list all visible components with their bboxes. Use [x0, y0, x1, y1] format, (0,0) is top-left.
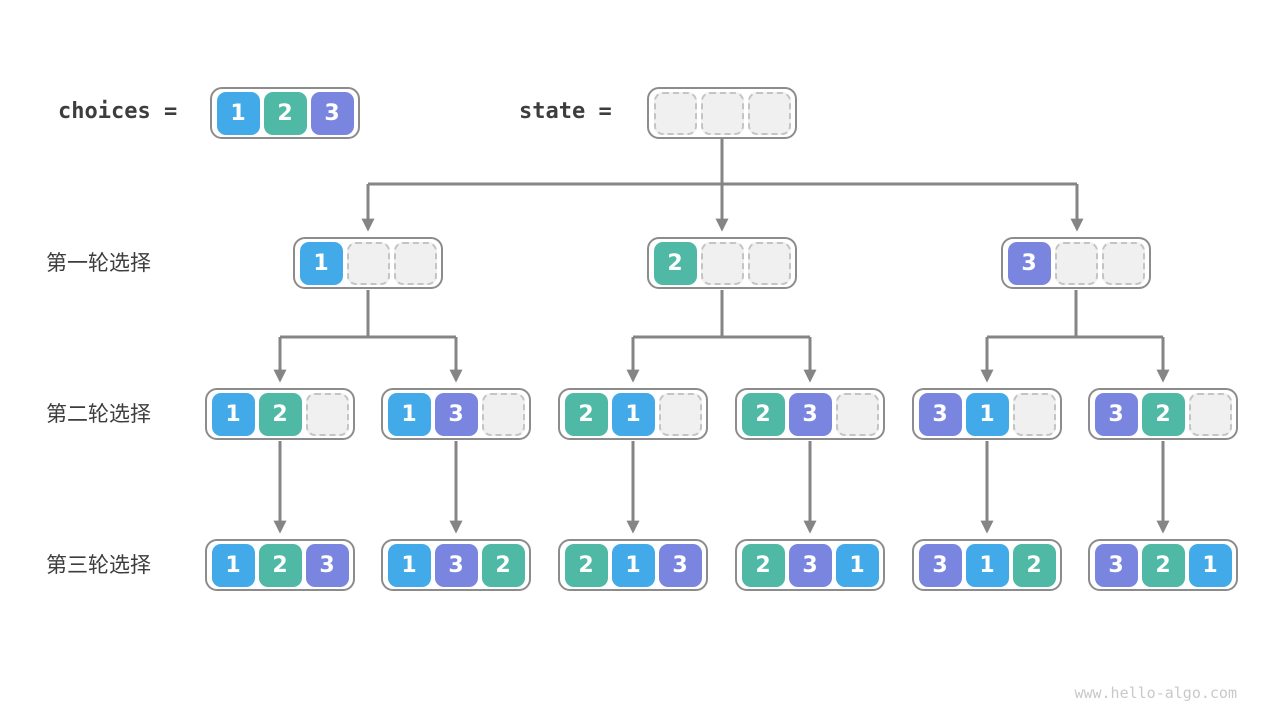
state-cell: 1 — [387, 543, 431, 587]
state-node-r2-4: 3 1 — [912, 388, 1062, 440]
level3-connectors — [273, 441, 1170, 534]
state-cell: 3 — [305, 543, 349, 587]
level2-connectors — [273, 290, 1170, 383]
state-cell: 2 — [258, 543, 302, 587]
state-cell — [700, 241, 744, 285]
state-cell: 3 — [1094, 392, 1138, 436]
state-node-r3-0: 1 2 3 — [205, 539, 355, 591]
choice-cell: 2 — [263, 91, 307, 135]
state-cell — [700, 91, 744, 135]
state-node-r3-1: 1 3 2 — [381, 539, 531, 591]
choice-cell: 3 — [310, 91, 354, 135]
state-node-r2-0: 1 2 — [205, 388, 355, 440]
state-cell — [747, 91, 791, 135]
state-cell: 1 — [299, 241, 343, 285]
state-node-r3-2: 2 1 3 — [558, 539, 708, 591]
row-label-round1: 第一轮选择 — [46, 251, 151, 275]
state-cell: 2 — [1012, 543, 1056, 587]
state-node-r2-1: 1 3 — [381, 388, 531, 440]
state-cell: 3 — [658, 543, 702, 587]
state-cell: 2 — [564, 392, 608, 436]
state-cell — [658, 392, 702, 436]
state-cell: 1 — [1188, 543, 1232, 587]
state-label: state = — [519, 99, 612, 124]
state-cell: 2 — [481, 543, 525, 587]
state-cell: 1 — [211, 543, 255, 587]
choices-array: 1 2 3 — [210, 87, 360, 139]
state-cell: 3 — [434, 392, 478, 436]
state-cell — [393, 241, 437, 285]
state-node-r1-1: 2 — [647, 237, 797, 289]
state-node-r2-3: 2 3 — [735, 388, 885, 440]
state-cell: 1 — [965, 392, 1009, 436]
state-cell: 3 — [918, 543, 962, 587]
state-node-r3-4: 3 1 2 — [912, 539, 1062, 591]
state-cell: 2 — [1141, 543, 1185, 587]
state-cell: 2 — [564, 543, 608, 587]
choices-label: choices = — [58, 99, 178, 124]
state-cell — [1012, 392, 1056, 436]
state-node-r3-5: 3 2 1 — [1088, 539, 1238, 591]
state-cell: 3 — [918, 392, 962, 436]
state-cell: 1 — [965, 543, 1009, 587]
state-cell: 3 — [788, 543, 832, 587]
row-label-round2: 第二轮选择 — [46, 402, 151, 426]
state-cell: 3 — [788, 392, 832, 436]
level1-connectors — [361, 137, 1084, 232]
state-node-r2-2: 2 1 — [558, 388, 708, 440]
state-cell — [1101, 241, 1145, 285]
row-label-round3: 第三轮选择 — [46, 553, 151, 577]
state-cell — [747, 241, 791, 285]
state-cell — [1054, 241, 1098, 285]
state-cell: 3 — [434, 543, 478, 587]
state-cell: 1 — [611, 392, 655, 436]
state-node-r1-2: 3 — [1001, 237, 1151, 289]
state-cell — [1188, 392, 1232, 436]
state-cell: 2 — [1141, 392, 1185, 436]
watermark: www.hello-algo.com — [1074, 684, 1237, 702]
state-cell: 1 — [387, 392, 431, 436]
state-array-root — [647, 87, 797, 139]
state-cell — [481, 392, 525, 436]
state-cell: 1 — [611, 543, 655, 587]
state-cell: 1 — [835, 543, 879, 587]
state-cell: 2 — [741, 543, 785, 587]
state-cell: 1 — [211, 392, 255, 436]
state-cell — [653, 91, 697, 135]
state-cell — [835, 392, 879, 436]
state-cell: 2 — [653, 241, 697, 285]
state-node-r2-5: 3 2 — [1088, 388, 1238, 440]
state-cell: 3 — [1007, 241, 1051, 285]
state-cell: 3 — [1094, 543, 1138, 587]
state-cell — [305, 392, 349, 436]
state-cell — [346, 241, 390, 285]
state-cell: 2 — [741, 392, 785, 436]
choice-cell: 1 — [216, 91, 260, 135]
state-cell: 2 — [258, 392, 302, 436]
state-node-r1-0: 1 — [293, 237, 443, 289]
state-node-r3-3: 2 3 1 — [735, 539, 885, 591]
